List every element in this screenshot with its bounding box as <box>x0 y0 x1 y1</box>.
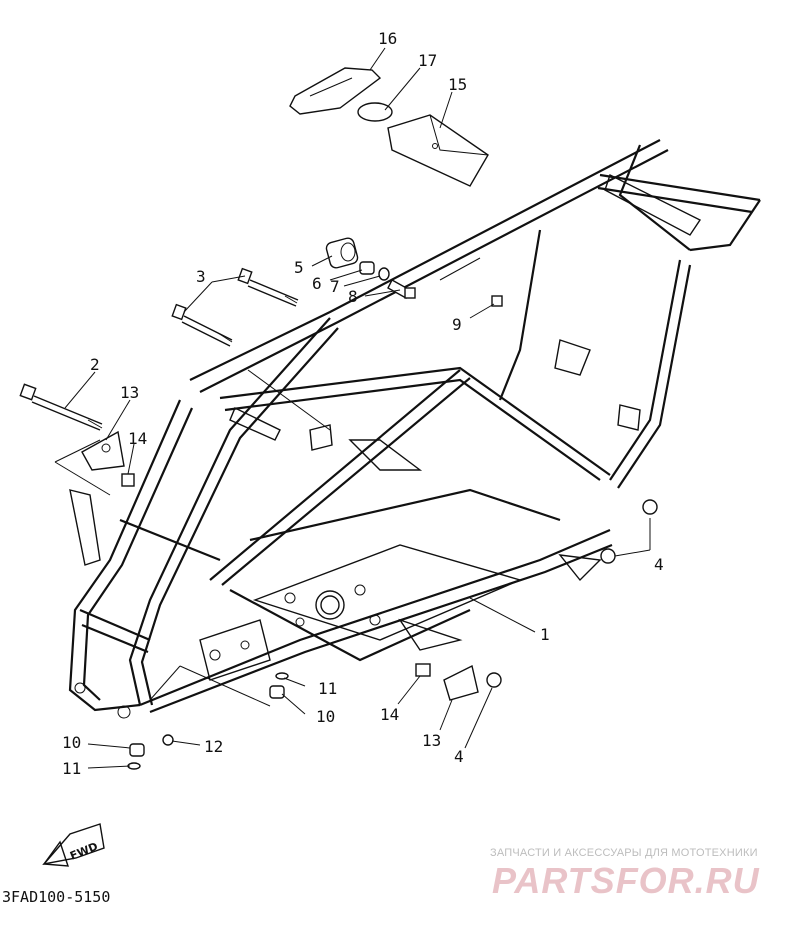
callout-7: 7 <box>330 277 340 296</box>
main-frame <box>68 139 761 719</box>
bracket-13-right <box>443 664 479 701</box>
bolt-8 <box>387 279 416 299</box>
bolt-14-right <box>415 663 431 677</box>
callout-11-left: 11 <box>62 759 81 778</box>
diagram-code: 3FAD100-5150 <box>2 888 111 906</box>
callout-9: 9 <box>452 315 462 334</box>
callout-11-right: 11 <box>318 679 337 698</box>
watermark-logo: PARTSFOR.RU <box>492 860 760 901</box>
screw-12 <box>162 734 174 746</box>
grommet-10-right <box>269 685 285 699</box>
long-bolt-lower <box>171 303 233 347</box>
callout-14-right: 14 <box>380 705 399 724</box>
rubber-band <box>357 102 393 122</box>
nut-4-upper <box>642 499 658 515</box>
ring-11-right <box>275 672 289 680</box>
callout-2: 2 <box>90 355 100 374</box>
callout-10-right: 10 <box>316 707 335 726</box>
bracket-13-left <box>81 430 125 471</box>
callout-16: 16 <box>378 29 397 48</box>
callout-12: 12 <box>204 737 223 756</box>
grommet-10-left <box>129 743 145 757</box>
callout-15: 15 <box>448 75 467 94</box>
callout-13-right: 13 <box>422 731 441 750</box>
callout-8: 8 <box>348 287 358 306</box>
damper <box>325 237 359 269</box>
callout-17: 17 <box>418 51 437 70</box>
fwd-label: FWD <box>68 840 100 863</box>
callout-4-upper: 4 <box>654 555 664 574</box>
leader-lines <box>54 47 651 769</box>
watermark-tagline: ЗАПЧАСТИ И АКСЕССУАРЫ ДЛЯ МОТОТЕХНИКИ <box>490 847 758 859</box>
bolt-14-left <box>121 473 135 487</box>
nut-4-lower <box>486 672 502 688</box>
bolt-2 <box>19 383 103 431</box>
nut-9 <box>491 295 503 307</box>
callout-labels: 1 2 3 4 4 5 6 7 8 9 10 10 11 11 12 13 13… <box>62 29 664 778</box>
callout-3: 3 <box>196 267 206 286</box>
washer <box>378 267 390 281</box>
callout-10-left: 10 <box>62 733 81 752</box>
callout-1: 1 <box>540 625 550 644</box>
callout-14-left: 14 <box>128 429 147 448</box>
collar <box>359 261 375 275</box>
tool-bag <box>289 67 382 115</box>
nut-4-middle <box>600 548 616 564</box>
callout-4-lower: 4 <box>454 747 464 766</box>
callout-13-left: 13 <box>120 383 139 402</box>
callout-5: 5 <box>294 258 304 277</box>
callout-6: 6 <box>312 274 322 293</box>
manual-pouch <box>387 114 489 187</box>
long-bolt-upper <box>237 267 299 307</box>
fwd-arrow: FWD <box>42 823 105 867</box>
